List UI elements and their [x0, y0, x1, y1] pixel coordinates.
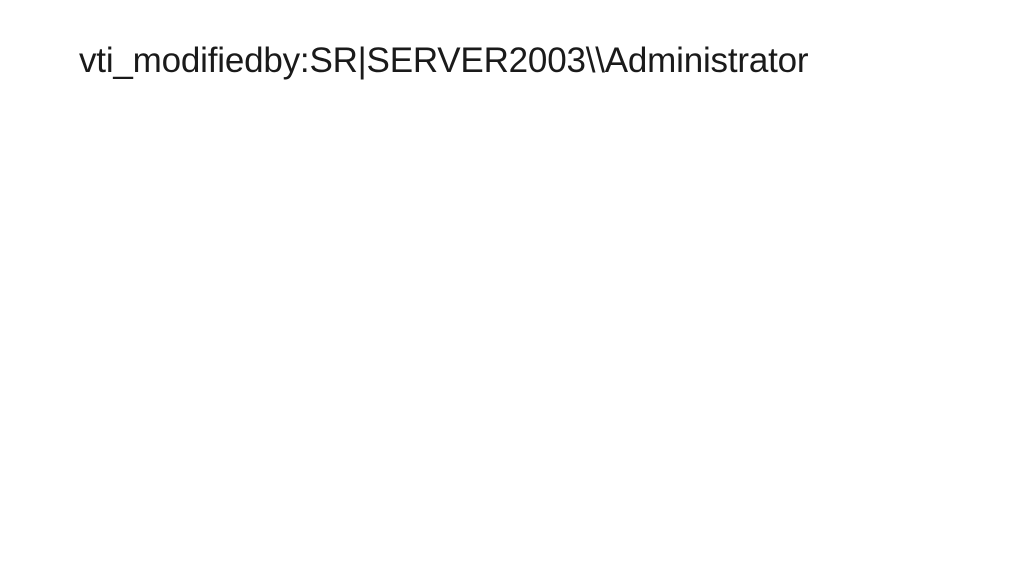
slide-title: vti_modifiedby:SR|SERVER2003\\Administra…: [79, 41, 809, 80]
